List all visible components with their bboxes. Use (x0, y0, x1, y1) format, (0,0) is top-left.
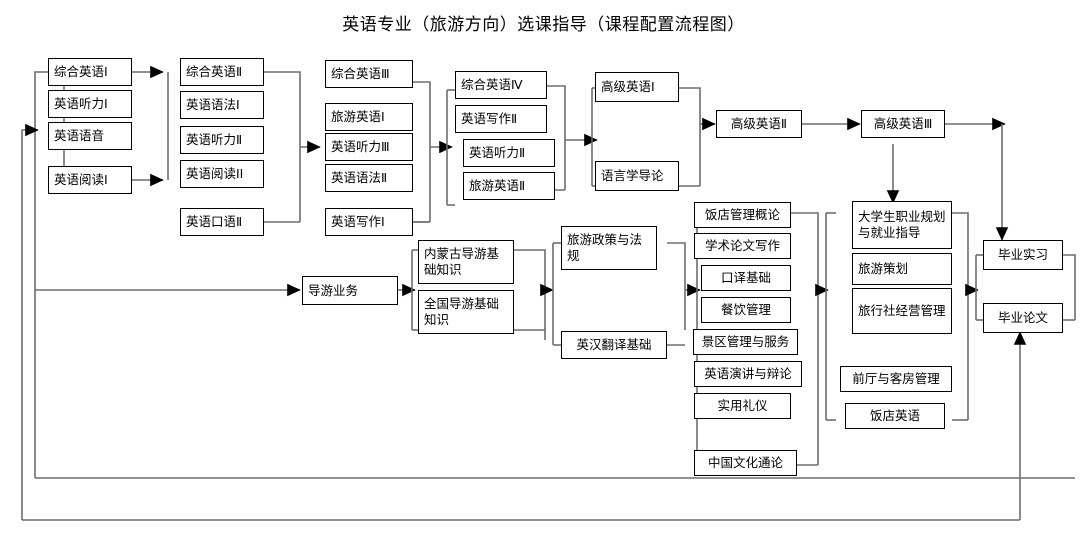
node-reading-2[interactable]: 英语阅读ⅠⅠ (180, 160, 264, 188)
node-writing-2[interactable]: 英语写作Ⅱ (455, 105, 547, 133)
node-linguistics[interactable]: 语言学导论 (595, 161, 679, 191)
node-zonghe-english-4[interactable]: 综合英语Ⅳ (455, 71, 547, 99)
node-zonghe-english-1[interactable]: 综合英语Ⅰ (48, 58, 132, 86)
node-advanced-english-3[interactable]: 高级英语Ⅲ (861, 110, 945, 138)
node-advanced-english-2[interactable]: 高级英语Ⅱ (716, 110, 802, 138)
node-hotel-management-intro[interactable]: 饭店管理概论 (694, 202, 791, 228)
node-tourism-policy-law[interactable]: 旅游政策与法规 (561, 226, 657, 270)
node-zonghe-english-3[interactable]: 综合英语Ⅲ (325, 60, 413, 88)
node-academic-writing[interactable]: 学术论文写作 (694, 233, 791, 259)
node-chinese-culture-survey[interactable]: 中国文化通论 (694, 450, 797, 476)
node-phonetics[interactable]: 英语语音 (48, 122, 132, 150)
node-speech-and-debate[interactable]: 英语演讲与辩论 (694, 361, 802, 387)
page-title: 英语专业（旅游方向）选课指导（课程配置流程图） (342, 15, 745, 35)
node-front-office-rooms[interactable]: 前厅与客房管理 (840, 366, 952, 392)
node-hotel-english[interactable]: 饭店英语 (845, 403, 945, 429)
node-translation-basics[interactable]: 英汉翻译基础 (561, 331, 667, 359)
node-practical-etiquette[interactable]: 实用礼仪 (694, 393, 791, 419)
node-zonghe-english-2[interactable]: 综合英语Ⅱ (180, 58, 264, 86)
node-tourism-english-2[interactable]: 旅游英语Ⅱ (463, 172, 555, 200)
node-graduation-thesis[interactable]: 毕业论文 (983, 303, 1063, 333)
node-tourism-planning[interactable]: 旅游策划 (852, 253, 952, 285)
node-reading-1[interactable]: 英语阅读Ⅰ (48, 166, 132, 194)
node-grammar-2[interactable]: 英语语法Ⅱ (325, 164, 413, 192)
node-writing-1[interactable]: 英语写作Ⅰ (325, 208, 413, 236)
node-scenic-area-management[interactable]: 景区管理与服务 (693, 329, 798, 355)
node-graduation-internship[interactable]: 毕业实习 (983, 240, 1063, 270)
node-tourism-english-1[interactable]: 旅游英语Ⅰ (325, 103, 413, 131)
node-grammar-1[interactable]: 英语语法Ⅰ (180, 91, 264, 119)
node-interpretation-basics[interactable]: 口译基础 (701, 265, 791, 291)
node-guide-business[interactable]: 导游业务 (302, 276, 398, 305)
node-listening-2b[interactable]: 英语听力Ⅱ (463, 139, 555, 167)
node-travel-agency-management[interactable]: 旅行社经营管理 (852, 288, 952, 334)
node-inner-mongolia-guide-basics[interactable]: 内蒙古导游基础知识 (418, 240, 514, 284)
node-career-planning[interactable]: 大学生职业规划与就业指导 (852, 201, 952, 249)
node-catering-management[interactable]: 餐饮管理 (701, 297, 791, 323)
node-national-guide-basics[interactable]: 全国导游基础知识 (418, 290, 514, 334)
node-listening-3[interactable]: 英语听力Ⅲ (325, 133, 413, 161)
node-listening-2[interactable]: 英语听力Ⅱ (180, 126, 264, 154)
node-listening-1[interactable]: 英语听力Ⅰ (48, 90, 132, 118)
node-advanced-english-1[interactable]: 高级英语Ⅰ (595, 72, 679, 102)
node-oral-2[interactable]: 英语口语Ⅱ (180, 208, 264, 236)
